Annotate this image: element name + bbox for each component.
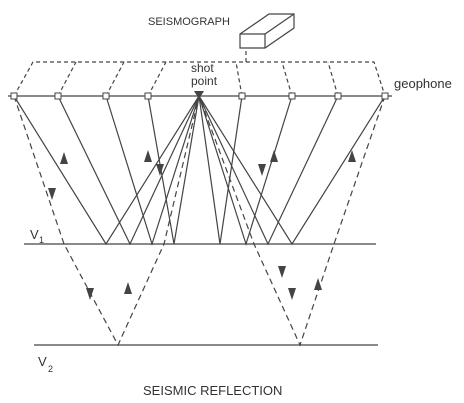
arrow-icon	[314, 278, 322, 290]
ray-g2	[57, 95, 200, 246]
geophone-square-icon	[144, 92, 152, 100]
velocity-v2-subscript: 2	[48, 364, 53, 374]
velocity-v1-label: V	[30, 227, 39, 242]
seismograph-icon	[239, 13, 295, 49]
arrow-icon	[156, 164, 164, 176]
shot-point-triangle-icon	[194, 91, 204, 99]
shot-point-label-line2: point	[191, 74, 218, 88]
cable-g7	[281, 61, 293, 97]
cable-right	[246, 61, 386, 97]
velocity-v1-subscript: 1	[39, 235, 44, 245]
geophone-square-icon	[54, 92, 62, 100]
seismograph-cables	[13, 48, 386, 97]
ray-g1	[13, 95, 200, 246]
geophone-square-icon	[238, 92, 246, 100]
reflected-rays-v2	[13, 95, 386, 347]
ray-g3	[105, 95, 200, 247]
cable-g4	[147, 61, 167, 97]
geophone-label: geophone	[394, 76, 452, 91]
ray-v2-right	[198, 95, 386, 347]
ray-g7	[198, 95, 293, 247]
wave-arrows	[48, 150, 356, 300]
arrow-icon	[258, 164, 266, 176]
geophone-square-icon	[381, 92, 389, 100]
velocity-v2-label: V	[38, 354, 47, 369]
ground-surfaces	[8, 95, 392, 346]
arrow-icon	[278, 266, 286, 278]
cable-g6	[235, 61, 243, 97]
seismograph-label: SEISMOGRAPH	[148, 16, 230, 28]
reflected-rays-v1	[13, 95, 386, 247]
arrow-icon	[270, 150, 278, 162]
arrow-icon	[288, 288, 296, 300]
geophone-square-icon	[334, 92, 342, 100]
ray-v2-left	[13, 95, 200, 347]
ray-g4	[147, 95, 200, 245]
geophone-square-icon	[102, 92, 110, 100]
diagram-caption: SEISMIC REFLECTION	[143, 383, 282, 398]
arrow-icon	[86, 288, 94, 300]
cable-g8	[327, 61, 339, 97]
arrow-icon	[348, 150, 356, 162]
ray-g9	[198, 95, 386, 246]
geophone-square-icon	[10, 92, 18, 100]
shot-point-label-line1: shot	[191, 61, 214, 75]
cable-g3	[105, 61, 125, 97]
arrow-icon	[60, 152, 68, 164]
ray-g6	[198, 95, 243, 245]
cable-g2	[57, 61, 77, 97]
ray-g8	[198, 95, 339, 246]
arrow-icon	[48, 188, 56, 200]
arrow-icon	[144, 150, 152, 162]
geophones	[10, 92, 389, 100]
arrow-icon	[124, 282, 132, 294]
geophone-square-icon	[288, 92, 296, 100]
